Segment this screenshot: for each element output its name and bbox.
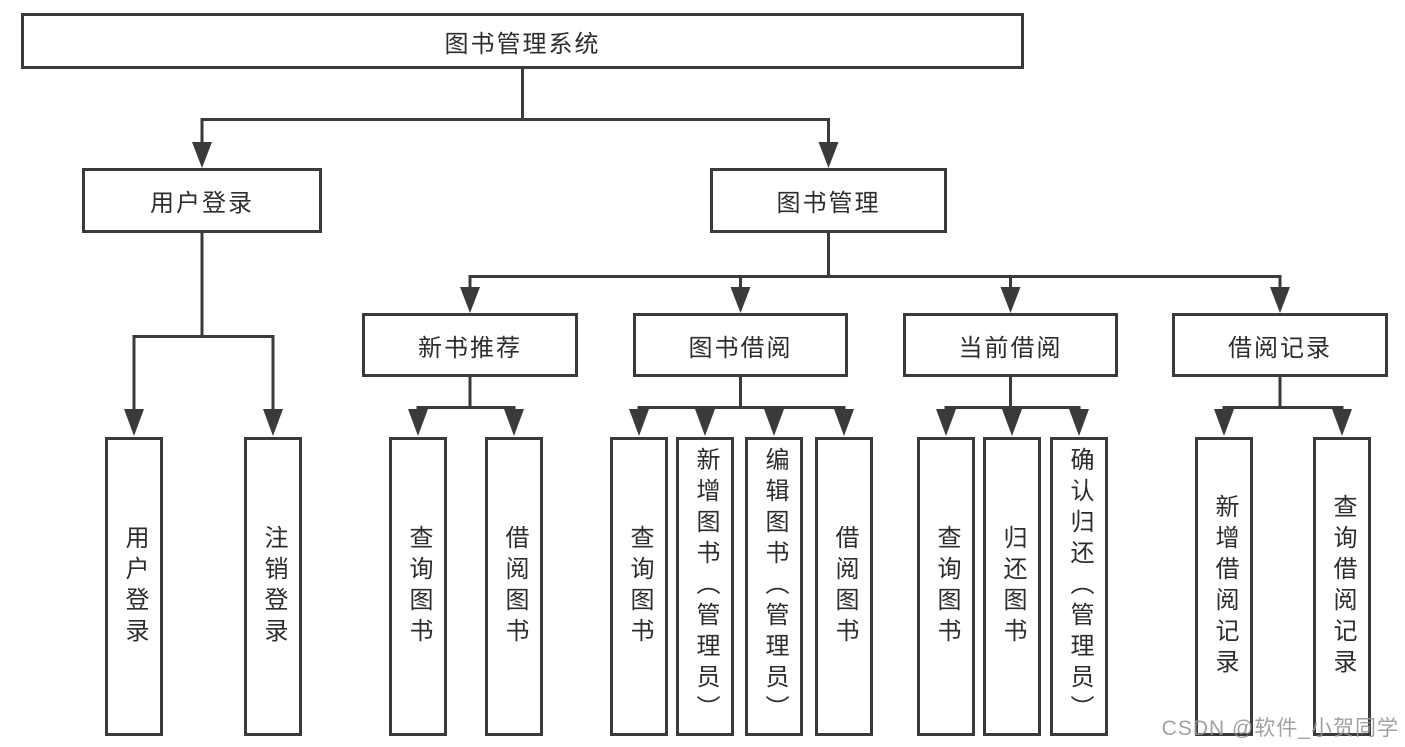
connector-new-book-rec-branch xyxy=(416,377,516,411)
arrow-down-icon xyxy=(408,409,428,436)
leaf-bb-query: 查询图书 xyxy=(610,437,668,736)
leaf-br-query: 查询借阅记录 xyxy=(1313,437,1371,736)
connector-current-borrow-branch xyxy=(944,377,1081,411)
arrow-down-icon xyxy=(124,409,144,436)
leaf-cb-confirm: 确认归还（管理员） xyxy=(1050,437,1108,736)
arrow-down-icon xyxy=(460,287,480,313)
node-borrow-records: 借阅记录 xyxy=(1172,313,1388,377)
leaf-login: 用户登录 xyxy=(105,437,163,736)
arrow-down-icon xyxy=(1214,409,1234,436)
connector-user-login-branch xyxy=(132,233,275,411)
node-book-mgmt: 图书管理 xyxy=(710,168,947,233)
leaf-cb-return: 归还图书 xyxy=(983,437,1041,736)
node-book-borrow: 图书借阅 xyxy=(633,313,848,377)
node-label: 借阅图书 xyxy=(501,524,528,649)
arrow-down-icon xyxy=(818,142,839,168)
node-user-login: 用户登录 xyxy=(82,168,322,233)
leaf-cb-query: 查询图书 xyxy=(917,437,975,736)
node-label: 确认归还（管理员） xyxy=(1066,447,1093,726)
node-label: 注销登录 xyxy=(260,524,287,649)
node-label: 借阅图书 xyxy=(831,524,858,649)
node-label: 归还图书 xyxy=(999,524,1026,649)
node-label: 编辑图书（管理员） xyxy=(761,447,788,726)
arrow-down-icon xyxy=(629,409,649,436)
leaf-bb-borrow: 借阅图书 xyxy=(815,437,873,736)
arrow-down-icon xyxy=(1069,409,1089,436)
node-label: 图书管理系统 xyxy=(444,30,601,58)
arrow-down-icon xyxy=(263,409,283,436)
arrow-down-icon xyxy=(1270,287,1290,313)
arrow-down-icon xyxy=(936,409,956,436)
arrow-down-icon xyxy=(695,409,715,436)
node-label: 新书推荐 xyxy=(418,334,522,362)
leaf-br-add: 新增借阅记录 xyxy=(1195,437,1253,736)
arrow-down-icon xyxy=(504,409,524,436)
connector-root-branch xyxy=(200,69,830,144)
arrow-down-icon xyxy=(730,287,751,313)
connector-book-borrow-branch xyxy=(637,377,846,411)
node-current-borrow: 当前借阅 xyxy=(903,313,1118,377)
leaf-logout: 注销登录 xyxy=(244,437,302,736)
node-label: 查询图书 xyxy=(405,524,432,649)
arrow-down-icon xyxy=(1332,409,1352,436)
leaf-rec-borrow: 借阅图书 xyxy=(485,437,543,736)
watermark: CSDN @软件_小贺同学 xyxy=(1161,717,1399,740)
leaf-bb-add: 新增图书（管理员） xyxy=(676,437,734,736)
node-label: 新增图书（管理员） xyxy=(692,447,719,726)
node-new-book-rec: 新书推荐 xyxy=(362,313,578,377)
node-label: 图书管理 xyxy=(776,190,881,217)
arrow-down-icon xyxy=(192,142,212,168)
node-label: 借阅记录 xyxy=(1228,334,1332,362)
node-label: 查询图书 xyxy=(933,524,960,649)
leaf-rec-query: 查询图书 xyxy=(389,437,447,736)
node-label: 查询借阅记录 xyxy=(1329,493,1356,680)
arrow-down-icon xyxy=(1002,409,1022,436)
connector-book-mgmt-branch xyxy=(468,233,1282,289)
connector-borrow-records-branch xyxy=(1222,377,1344,411)
leaf-bb-edit: 编辑图书（管理员） xyxy=(745,437,803,736)
node-label: 新增借阅记录 xyxy=(1211,493,1238,680)
arrow-down-icon xyxy=(764,409,784,436)
arrow-down-icon xyxy=(834,409,854,436)
node-root: 图书管理系统 xyxy=(21,13,1024,69)
node-label: 查询图书 xyxy=(626,524,653,649)
node-label: 当前借阅 xyxy=(958,334,1063,362)
node-label: 图书借阅 xyxy=(688,334,793,362)
arrow-down-icon xyxy=(1000,287,1021,313)
node-label: 用户登录 xyxy=(150,190,254,217)
node-label: 用户登录 xyxy=(121,524,148,649)
